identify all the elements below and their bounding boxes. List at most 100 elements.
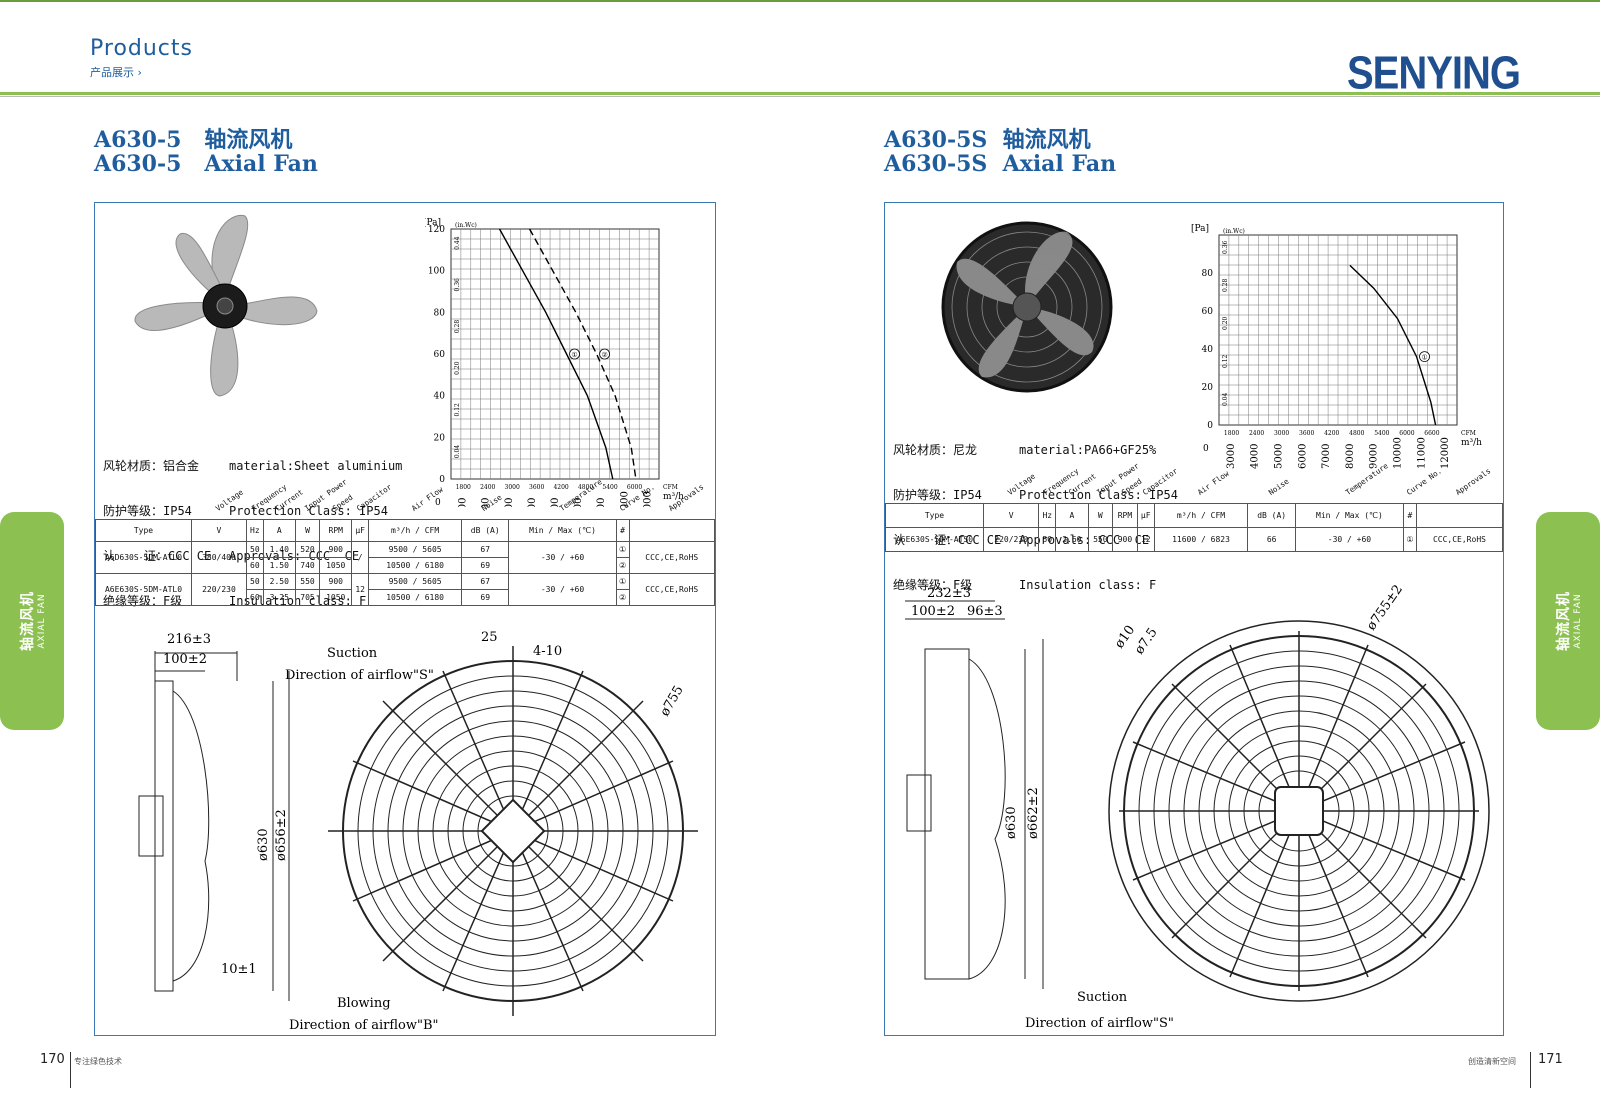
spec-table-left: Voltage Frequency Current Input Power Sp… [95,477,716,606]
x-m3h-tick-label: 9000 [596,498,607,507]
x-m3h-tick-label: 11000 [1416,437,1427,469]
cell-type: A6D630S-5DM-ATL0 [95,540,192,574]
y2-tick-label: 0.36 [1222,240,1229,254]
side-tab-left[interactable]: 轴流风机 AXIAL FAN [0,512,64,730]
dim-755: ø755±2 [1364,582,1406,633]
spec-material-en: material:Sheet aluminium [229,459,403,473]
grille-front [1108,620,1490,1002]
fan-photo [941,221,1113,393]
cell-v: 380/400 [191,540,247,574]
cell-db: 67 [461,540,510,558]
th-unit-v: V [191,518,247,542]
cell-db: 69 [461,556,510,574]
series-marker [1419,351,1430,363]
th-unit-curve: # [615,518,630,542]
spec-material-en: material:PA66+GF25% [1019,443,1157,457]
grille-front [328,646,698,1016]
spec-protection-zh: 防护等级：IP54 [103,504,192,518]
cell-db: 69 [461,588,510,606]
x-cfm-tick-label: 6600 [1424,430,1439,437]
y2-tick-label: 0.20 [1222,316,1229,330]
th-unit-v: V [982,502,1040,528]
cell-hz: 50 [245,572,264,590]
cell-flow: 10500 / 6180 [368,556,463,574]
x-cfm-tick-label: 1800 [456,484,471,491]
product-title-zh: A630-5 轴流风机 [94,127,293,153]
th-type: Type [885,502,984,528]
y2-tick-label: 0.20 [454,361,461,375]
y2-tick-label: 0.28 [1222,278,1229,292]
cell-appr: CCC,CE,RoHS [628,572,716,606]
side-blade [172,690,210,982]
cell-uf: / [351,540,370,574]
top-rule [0,0,1600,2]
x-m3h-tick-label: 6000 [527,498,538,507]
cell-curve: ① [1402,526,1417,552]
x-m3h-tick-label: 4000 [1250,444,1261,469]
th-unit-db: dB (A) [1247,502,1296,528]
y-tick-label: 100 [428,267,445,277]
table-row: A6E630S-5DM-ATL0 220/230 50 2.50 550 900… [95,572,716,606]
header-rule-thin [0,96,1600,97]
th-unit-flow: m³/h / CFM [1153,502,1249,528]
footer-divider [70,1052,71,1088]
side-tab-en: AXIAL FAN [1573,593,1583,649]
cell-db: 67 [461,572,510,590]
label-airflow-b: Direction of airflow"B" [289,1018,439,1033]
product-panel-right: 风轮材质：尼龙 防护等级：IP54 认 证：CCC CE 绝缘等级：F级 mat… [884,202,1504,1036]
x-m3h-tick-label: 3000 [458,498,469,507]
cell-type: A6E630S-5DM-ATS0 [885,526,984,552]
spec-insulation-zh: 绝缘等级：F级 [893,578,973,592]
side-tab-zh: 轴流风机 [20,591,36,651]
dim-96: 96±3 [967,604,1003,619]
y-axis-label: [Pa] [1191,224,1209,234]
th-unit-w: W [294,518,321,542]
th-unit-flow: m³/h / CFM [368,518,463,542]
y2-tick-label: 0.04 [1222,392,1229,406]
th-unit-appr [628,518,716,542]
cell-flow: 9500 / 5605 [368,572,463,590]
y2-tick-label: 0.12 [454,403,461,417]
dim-656: ø656±2 [274,809,289,861]
y2-tick-label: 0.04 [454,445,461,459]
cell-curve: ② [615,588,630,606]
y-tick-label: 120 [428,225,445,235]
cell-rpm: 900 [319,572,353,590]
x-cfm-tick-label: 2400 [480,484,495,491]
spec-material-zh: 风轮材质：铝合金 [103,459,200,473]
cell-a: 1.50 [262,556,296,574]
cell-rpm: 900 [319,540,353,558]
cell-flow: 10500 / 6180 [368,588,463,606]
side-tab-right[interactable]: 轴流风机 AXIAL FAN [1536,512,1600,730]
series-marker [569,348,580,360]
th-unit-temp: Min / Max (℃) [508,518,617,542]
cell-hz: 60 [245,588,264,606]
th-unit-hz: Hz [1038,502,1057,528]
spec-protection-zh: 防护等级：IP54 [893,488,982,502]
x-cfm-tick-label: 6000 [1399,430,1414,437]
cell-w: 520 [294,540,321,558]
spec-protection-en: Protection Class: IP54 [1019,488,1178,502]
cell-type: A6E630S-5DM-ATL0 [95,572,192,606]
performance-chart-right: 020406080[Pa](in.Wc)0.040.120.200.280.36… [1191,224,1482,469]
cell-uf: 12 [351,572,370,606]
product-panel-left: 风轮材质：铝合金 防护等级：IP54 认 证：CCC CE 绝缘等级：F级 ma… [94,202,716,1036]
y-tick-label: 20 [434,433,446,443]
table-row: 60 3.25 705 1050 10500 / 6180 69 ② [96,588,715,606]
dimension-drawing-right: 232±3 100±2 96±3 ø10 ø7.5 ø755±2 ø630 ø6… [905,582,1490,1031]
y-tick-label: 40 [434,392,446,402]
x-cfm-tick-label: 4800 [1349,430,1364,437]
spec-protection-en: Protection Class: IP54 [229,504,388,518]
x-cfm-tick-label: 4200 [1324,430,1339,437]
impeller-photo [134,214,318,397]
series-line [1349,264,1437,426]
product-title-zh: A630-5S 轴流风机 [884,127,1091,153]
x-m3h-tick-label: 12000 [1440,437,1451,469]
series-name-label: ① [571,351,577,359]
cell-curve: ① [615,540,630,558]
table-row: A6D630S-5DM-ATL0 380/400 50 1.40 520 900… [95,540,716,574]
y2-axis-label: (in.Wc) [455,222,477,229]
cell-rpm: 900 [1112,526,1138,552]
x-m3h-tick-label: 10000 [1393,437,1404,469]
dim-630: ø630 [1004,806,1019,839]
